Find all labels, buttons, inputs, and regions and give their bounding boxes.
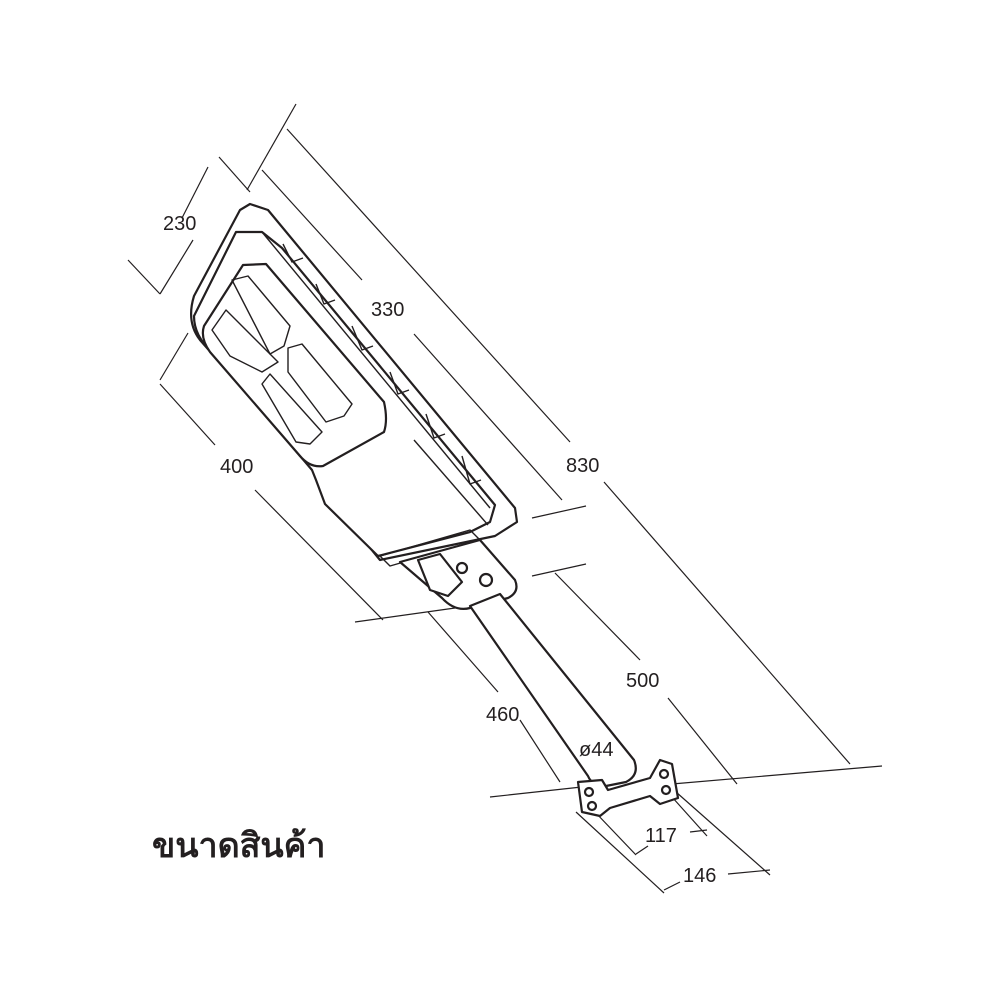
dim-830-lower: [603, 481, 851, 765]
mount-screw-1: [455, 561, 469, 575]
dim-230-lower: [159, 239, 194, 295]
lamp-mount: [398, 538, 518, 610]
dim-400-upper: [159, 383, 216, 446]
ext-line-lamp-end: [354, 607, 456, 623]
solar-cell-1: [231, 275, 291, 355]
label-230: 230: [163, 213, 196, 235]
dimension-lines: [127, 103, 883, 894]
dim-330-upper: [261, 169, 363, 281]
bracket-hole-4: [660, 784, 672, 796]
ext-line-top-left: [246, 103, 297, 191]
label-500: 500: [626, 670, 659, 692]
label-330: 330: [371, 299, 404, 321]
lamp-lower-edge: [413, 439, 489, 526]
label-146: 146: [683, 865, 716, 887]
label-pipe-diameter: ø44: [579, 739, 613, 761]
dim-460-lower: [519, 719, 561, 783]
bracket-hole-1: [583, 786, 595, 798]
ext-line-arm-top-a: [531, 505, 587, 519]
ext-line-146-right: [675, 791, 771, 876]
label-117: 117: [645, 825, 677, 847]
ext-line-146-left: [575, 811, 665, 894]
dim-230-upper: [181, 166, 209, 219]
dim-146-left: [663, 881, 681, 891]
ext-line-400-top: [159, 332, 189, 381]
label-460: 460: [486, 704, 519, 726]
dim-500-upper: [554, 572, 641, 661]
bracket-hole-2: [586, 800, 598, 812]
label-830: 830: [566, 455, 599, 477]
ext-line-230-top: [218, 156, 251, 193]
ext-line-230-bottom: [127, 259, 161, 295]
ext-line-117-right: [671, 796, 708, 837]
ext-line-arm-top-b: [531, 563, 587, 577]
lamp-mount-clip: [416, 552, 464, 598]
ext-line-117-left: [594, 811, 637, 856]
heat-sink-fins: [282, 243, 482, 485]
dim-117-right: [689, 829, 708, 833]
wall-bracket: [576, 758, 680, 818]
lamp-side-edge: [261, 231, 491, 509]
dim-460-upper: [427, 611, 499, 693]
label-400: 400: [220, 456, 253, 478]
mount-screw-2: [478, 572, 494, 588]
dim-146-right: [727, 869, 771, 875]
dim-330-lower: [413, 333, 563, 501]
caption-product-dimensions: ขนาดสินค้า: [152, 826, 326, 866]
dim-500-lower: [667, 697, 738, 785]
lamp-body: [189, 202, 519, 567]
solar-panel-frame: [201, 262, 388, 468]
ext-line-bottom-right: [671, 765, 883, 785]
dim-400-lower: [254, 489, 384, 621]
dim-117-left: [635, 845, 649, 855]
bracket-hole-3: [658, 768, 670, 780]
solar-cell-3: [287, 343, 353, 423]
dim-830-upper: [286, 128, 571, 443]
wall-bracket-plate: [576, 758, 680, 818]
dimension-labels: 230 330 830 400 500 460 ø44 117 146: [163, 213, 716, 887]
solar-cell-4: [261, 373, 323, 445]
solar-cell-2: [211, 309, 279, 373]
